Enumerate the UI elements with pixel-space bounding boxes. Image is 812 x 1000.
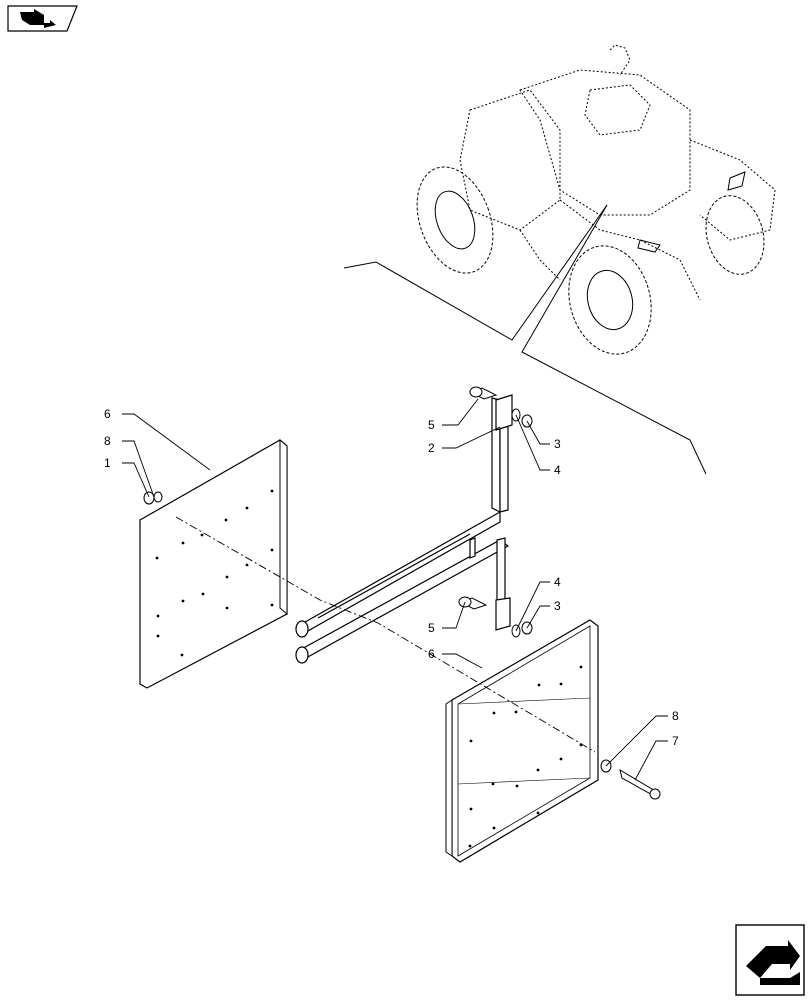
callout-2: 2: [428, 441, 435, 455]
callout-5-bottom: 5: [428, 621, 435, 635]
leader-lines: [122, 398, 668, 781]
right-plate: [445, 619, 599, 863]
callout-4-bottom: 4: [554, 575, 561, 589]
callout-6-right: 6: [428, 647, 435, 661]
callout-3-bottom: 3: [554, 599, 561, 613]
callout-8-right: 8: [672, 709, 679, 723]
callout-4-top: 4: [554, 463, 561, 477]
center-axis-line: [175, 516, 596, 753]
callout-8-left: 8: [104, 434, 111, 448]
navigate-previous-icon[interactable]: [7, 5, 78, 32]
callout-6-left: 6: [104, 407, 111, 421]
tractor-illustration: [416, 44, 776, 355]
callout-7: 7: [672, 734, 679, 748]
callout-5-top: 5: [428, 418, 435, 432]
locator-lines: [343, 204, 707, 475]
left-plate: [139, 438, 288, 689]
navigate-next-icon[interactable]: [735, 924, 805, 996]
callout-1: 1: [104, 456, 111, 470]
callout-3-top: 3: [554, 437, 561, 451]
bracket-frame: [295, 394, 513, 664]
